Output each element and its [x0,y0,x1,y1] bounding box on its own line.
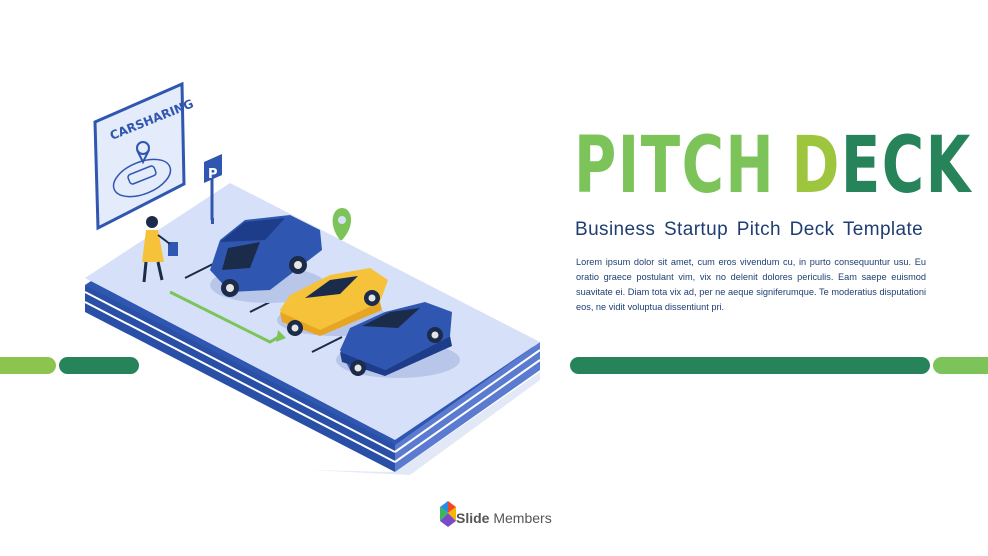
logo-brand: Slide [456,510,490,526]
left-accent-bar-light [0,357,56,374]
parking-sign: P [204,154,222,224]
blue-van [210,215,326,303]
parking-letter: P [208,167,218,182]
title-accent-letter: D [791,121,841,211]
woman-figure [142,216,178,283]
subtitle: Business Startup Pitch Deck Template [575,219,924,240]
left-accent-bar-dark [59,357,139,374]
right-accent-bar-light [933,357,988,374]
blue-sedan [336,302,460,378]
logo-text: Slide Members [456,510,552,526]
carsharing-illustration: CARSHARING P [84,81,541,475]
slide-members-logo [440,501,456,527]
body-paragraph: Lorem ipsum dolor sit amet, cum eros viv… [576,257,926,312]
logo-brand-rest: Members [489,510,552,526]
title-word-1: PITCH [574,121,776,211]
location-pin-icon [332,208,352,240]
route-arrow [169,290,286,344]
right-accent-bar-dark [570,357,930,374]
carsharing-sign: CARSHARING [93,81,196,231]
title-word-2: ECK [840,121,972,211]
